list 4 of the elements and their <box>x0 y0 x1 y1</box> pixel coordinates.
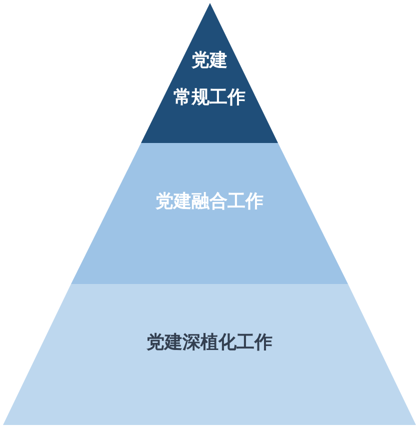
tier-label: 党建深植化工作 <box>146 332 272 354</box>
tier-label: 常规工作 <box>174 87 246 109</box>
tier-label: 党建 <box>192 50 228 72</box>
tier-label: 党建融合工作 <box>156 191 264 213</box>
